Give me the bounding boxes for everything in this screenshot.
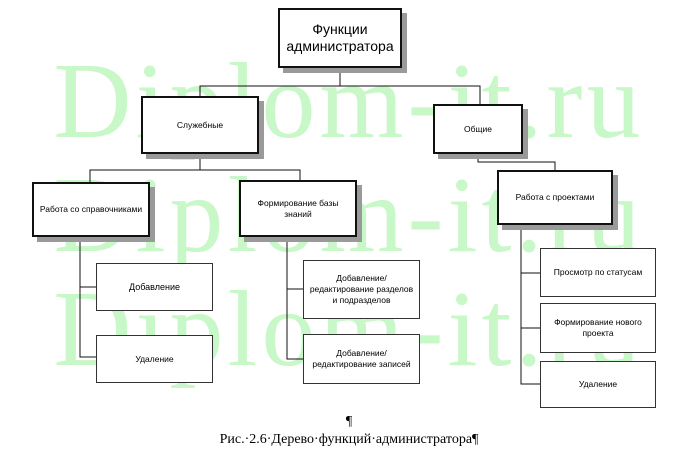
leaf-ref-add: Добавление <box>96 263 213 311</box>
figure-caption: Рис.·2.6·Дерево·функций·администратора¶ <box>219 432 479 447</box>
leaf-kb-edit-records: Добавление/ редактирование записей <box>303 334 420 384</box>
node-reference-work: Работа со справочниками <box>32 182 150 237</box>
node-service-functions: Служебные <box>141 96 259 154</box>
node-projects-work: Работа с проектами <box>497 170 613 225</box>
pilcrow-mark: ¶ <box>345 414 353 429</box>
node-general-functions: Общие <box>433 104 523 154</box>
leaf-proj-delete: Удаление <box>540 361 656 408</box>
leaf-kb-edit-sections: Добавление/ редактирование разделов и по… <box>303 260 420 319</box>
leaf-proj-new: Формирование нового проекта <box>540 303 656 353</box>
leaf-ref-delete: Удаление <box>96 335 213 383</box>
leaf-proj-view-status: Просмотр по статусам <box>540 248 656 297</box>
node-knowledge-base: Формирование базы знаний <box>239 180 357 237</box>
root-node: Функции администратора <box>278 8 402 68</box>
